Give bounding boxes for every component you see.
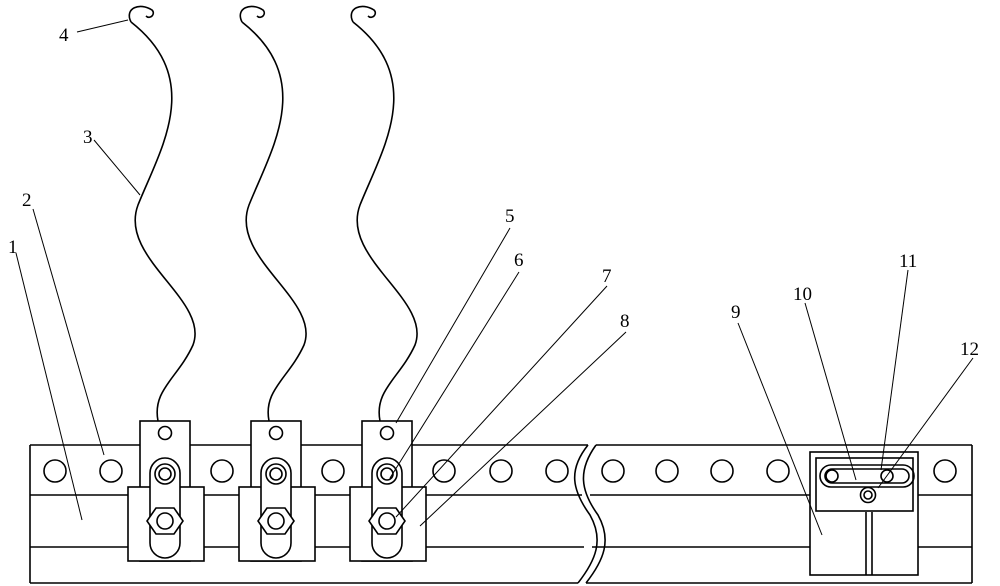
rail-hole <box>99 459 123 483</box>
label-part-3: 3 <box>83 127 93 148</box>
rail-hole <box>489 459 513 483</box>
cord-with-hook <box>128 5 196 422</box>
label-part-1: 1 <box>8 237 18 258</box>
leader-lines <box>15 19 974 536</box>
rail-hole <box>655 459 679 483</box>
label-part-8: 8 <box>620 311 630 332</box>
lock-block <box>809 451 919 576</box>
rail-hole <box>766 459 790 483</box>
break-symbol <box>573 444 606 584</box>
label-part-10: 10 <box>793 284 812 305</box>
clamp-assembly <box>349 420 427 562</box>
label-part-9: 9 <box>731 302 741 323</box>
label-part-4: 4 <box>59 25 69 46</box>
rail-hole <box>210 459 234 483</box>
rail-hole <box>545 459 569 483</box>
label-part-7: 7 <box>602 266 612 287</box>
cord-with-hook <box>239 5 307 422</box>
rail-hole <box>432 459 456 483</box>
clamp-assembly <box>127 420 205 562</box>
cord-with-hook <box>350 5 418 422</box>
rail-hole <box>43 459 67 483</box>
label-part-5: 5 <box>505 206 515 227</box>
rail-hole <box>933 459 957 483</box>
label-part-2: 2 <box>22 190 32 211</box>
rail-holes <box>43 459 957 483</box>
label-part-12: 12 <box>960 339 979 360</box>
rail-hole <box>710 459 734 483</box>
label-part-6: 6 <box>514 250 524 271</box>
clamp-assembly <box>238 420 316 562</box>
rail-hole <box>321 459 345 483</box>
label-part-11: 11 <box>899 251 917 272</box>
part-labels: 1 2 3 4 5 6 7 8 9 10 11 12 <box>8 25 979 360</box>
rail-hole <box>601 459 625 483</box>
